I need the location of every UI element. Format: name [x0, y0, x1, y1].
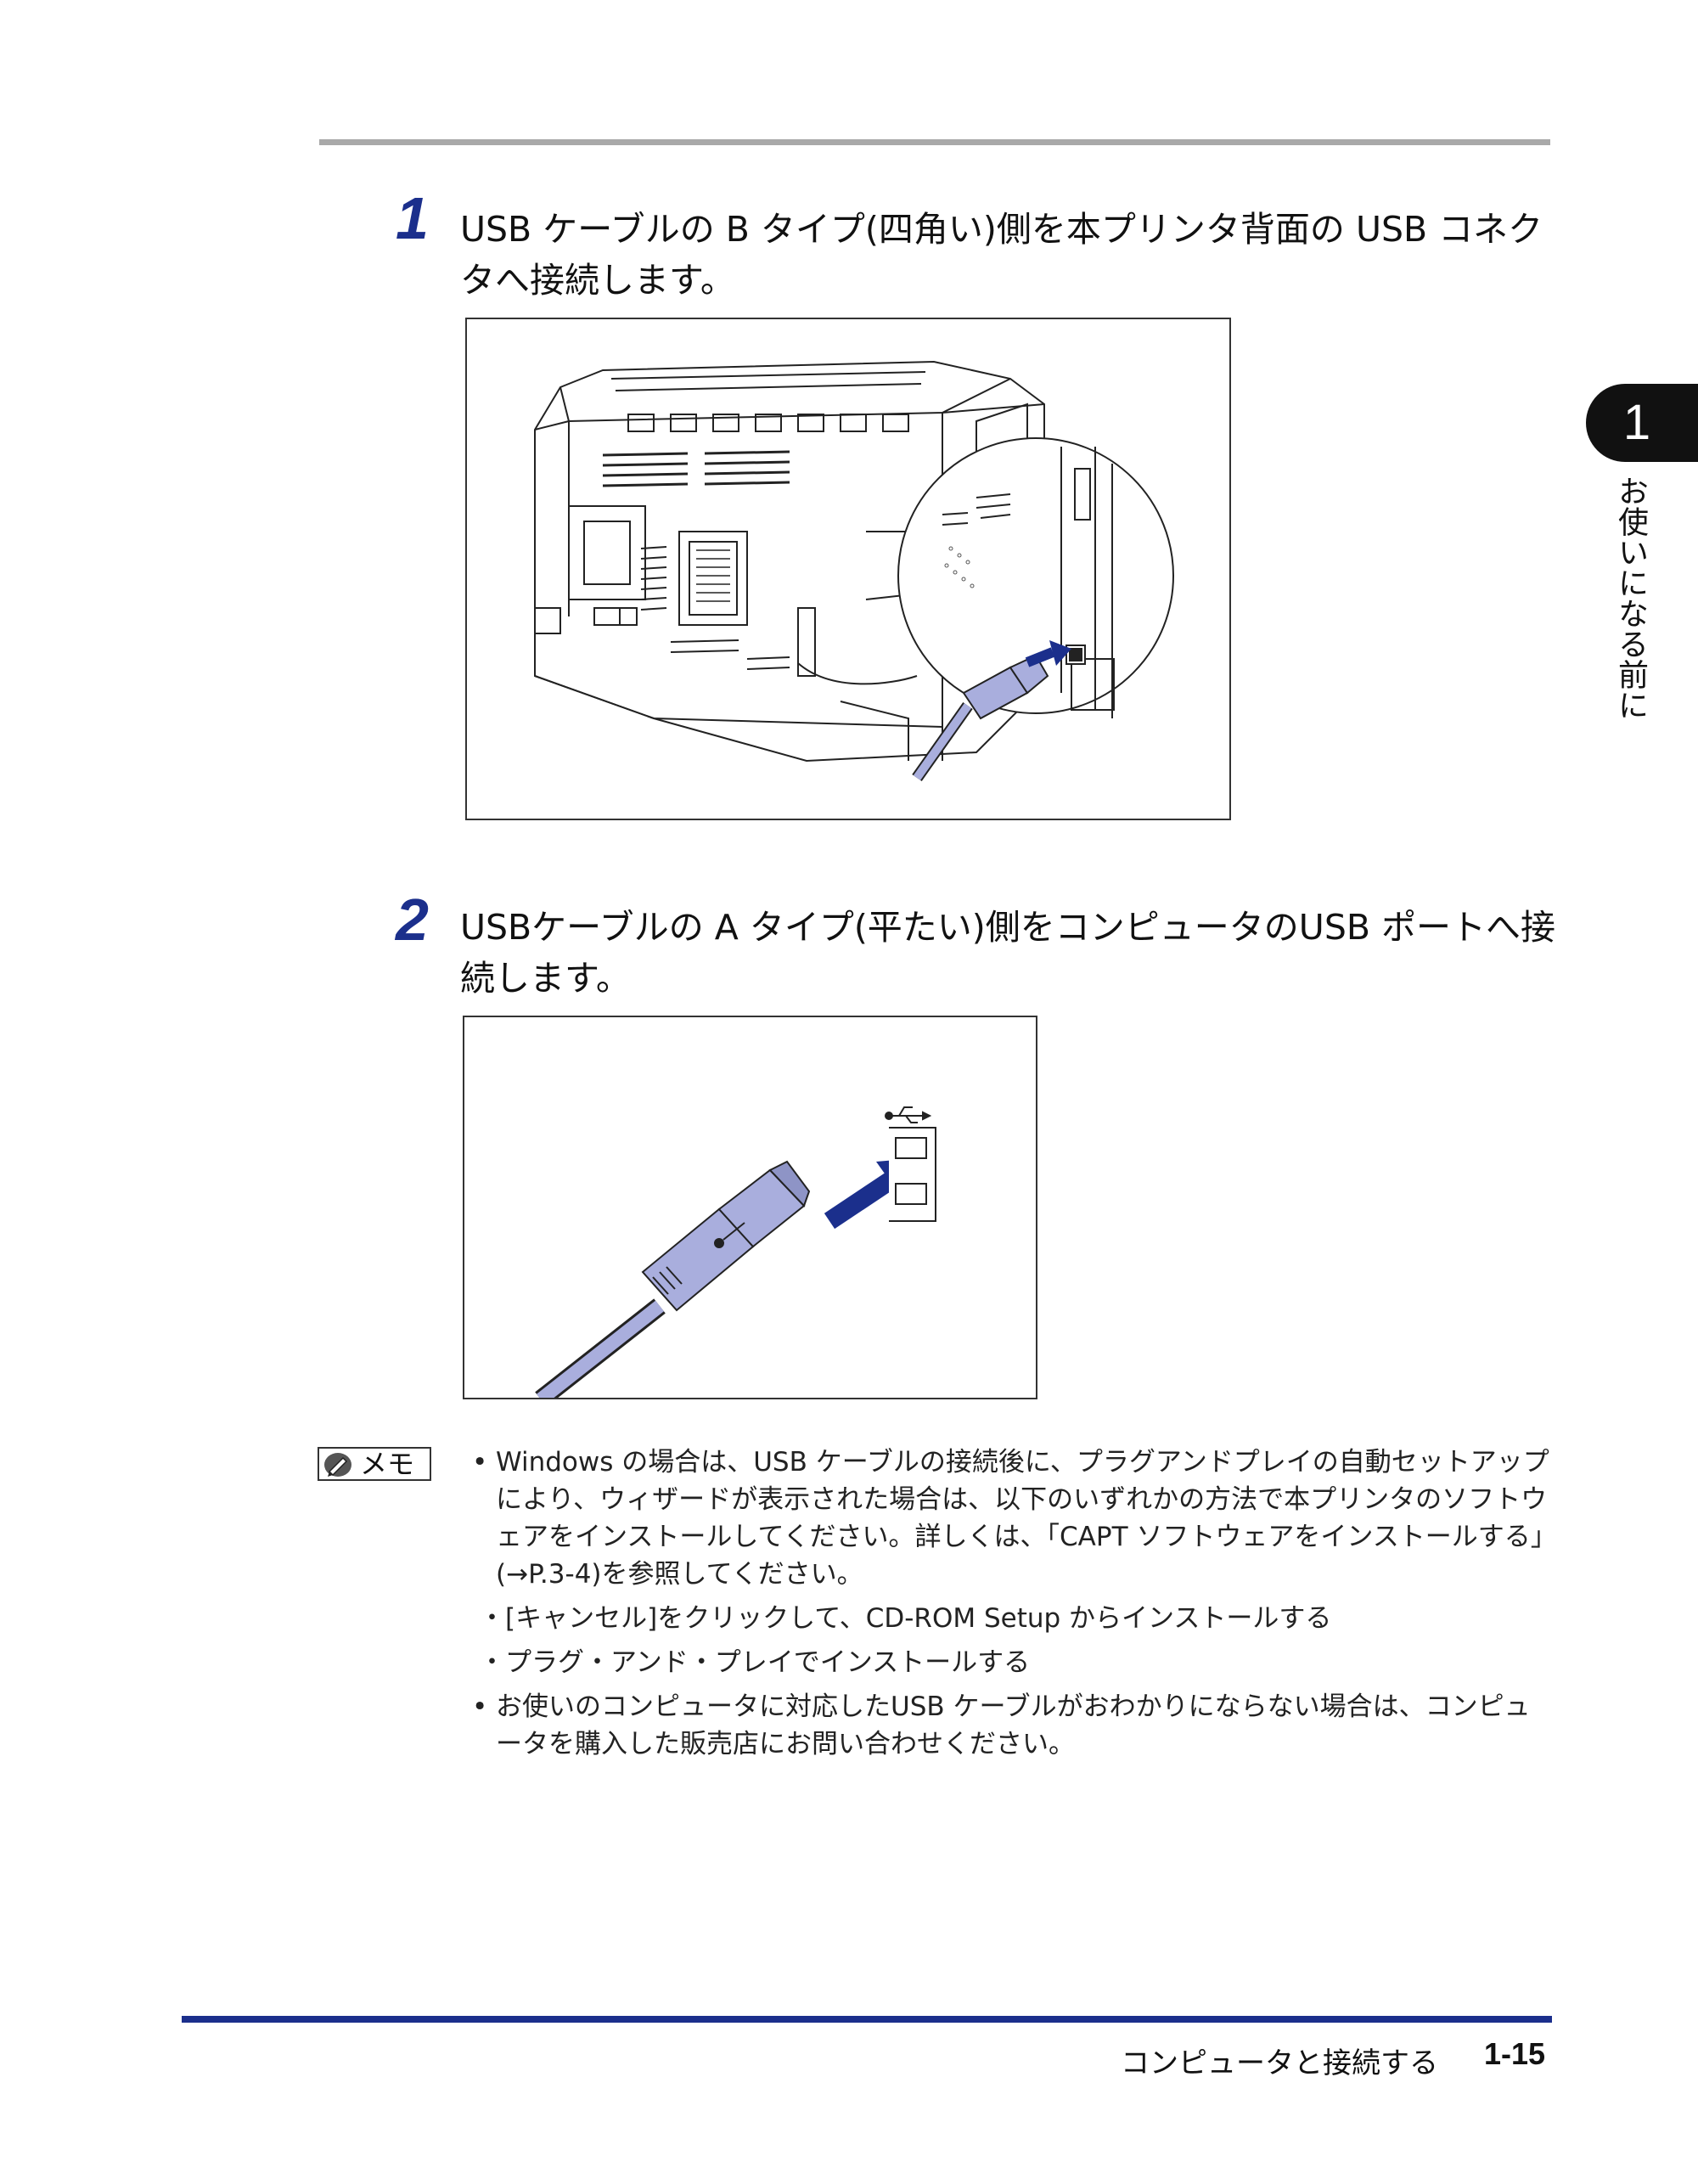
memo-badge: メモ [318, 1447, 431, 1481]
step-2-number: 2 [396, 887, 429, 953]
memo-bullet-1: Windows の場合は、USB ケーブルの接続後に、プラグアンドプレイの自動セ… [472, 1444, 1550, 1593]
memo-label: メモ [360, 1448, 415, 1480]
step-1-number: 1 [396, 185, 429, 251]
usb-a-illustration [535, 1106, 936, 1398]
footer-page-number: 1-15 [1484, 2036, 1546, 2071]
usb-a-figure [463, 1016, 1037, 1399]
bottom-rule [182, 2016, 1552, 2023]
chapter-tab[interactable]: 1 [1586, 384, 1698, 462]
pencil-icon [324, 1453, 351, 1477]
footer-section-title: コンピュータと接続する [1121, 2046, 1438, 2080]
step-1-text: USB ケーブルの B タイプ(四角い)側を本プリンタ背面の USB コネクタへ… [460, 209, 1543, 301]
printer-rear-illustration [534, 360, 1174, 782]
memo-bullet-2: お使いのコンピュータに対応したUSB ケーブルがおわかりにならない場合は、コンピ… [472, 1688, 1550, 1763]
memo-sub-item-2: ・プラグ・アンド・プレイでインストールする [479, 1647, 1031, 1678]
memo-sub-item-1: ・[キャンセル]をクリックして、CD-ROM Setup からインストールする [479, 1603, 1332, 1634]
top-rule [319, 139, 1550, 145]
chapter-number: 1 [1622, 395, 1651, 450]
memo-body: Windows の場合は、USB ケーブルの接続後に、プラグアンドプレイの自動セ… [472, 1444, 1550, 1770]
step-2-text: USBケーブルの A タイプ(平たい)側をコンピュータのUSB ポートへ接続しま… [460, 907, 1555, 999]
printer-rear-figure [465, 318, 1231, 820]
chapter-label: お使いになる前に [1613, 476, 1648, 720]
